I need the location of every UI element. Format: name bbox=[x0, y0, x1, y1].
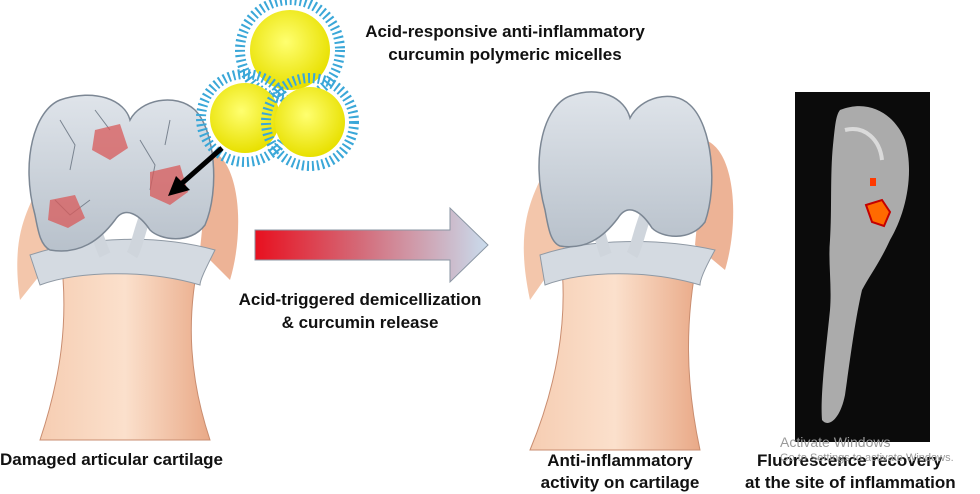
micelle-title-line-2: curcumin polymeric micelles bbox=[388, 45, 622, 64]
process-label: Acid-triggered demicellization & curcumi… bbox=[210, 288, 510, 334]
micelle-title: Acid-responsive anti-inflammatory curcum… bbox=[330, 20, 680, 66]
process-label-line-2: & curcumin release bbox=[281, 313, 439, 332]
activation-watermark: Activate Windows Go to Settings to activ… bbox=[780, 434, 954, 466]
middle-caption: Anti-inflammatory activity on cartilage bbox=[520, 450, 720, 494]
fluorescence-image-panel bbox=[795, 92, 930, 442]
micelle-pointer-arrow bbox=[168, 146, 224, 196]
lesion-mark bbox=[92, 124, 128, 160]
fluorescence-signal bbox=[864, 198, 892, 228]
micelle-cluster-illustration bbox=[196, 0, 359, 171]
process-label-line-1: Acid-triggered demicellization bbox=[238, 290, 482, 309]
watermark-line-2: Go to Settings to activate Windows. bbox=[780, 452, 954, 464]
right-caption-line-2: at the site of inflammation bbox=[745, 473, 956, 492]
process-arrow bbox=[254, 206, 489, 284]
lesion-mark bbox=[150, 165, 188, 205]
right-caption: Fluorescence recovery at the site of inf… bbox=[745, 450, 980, 494]
watermark-line-1: Activate Windows bbox=[780, 434, 891, 450]
micelle-particle bbox=[235, 0, 345, 105]
micelle-title-line-1: Acid-responsive anti-inflammatory bbox=[365, 22, 645, 41]
middle-caption-line-1: Anti-inflammatory bbox=[547, 451, 693, 470]
right-caption-line-1: Fluorescence recovery bbox=[757, 451, 943, 470]
middle-caption-line-2: activity on cartilage bbox=[540, 473, 700, 492]
micelle-particle bbox=[261, 73, 359, 171]
lesion-mark bbox=[48, 195, 85, 228]
left-caption: Damaged articular cartilage bbox=[0, 450, 223, 469]
damaged-knee-illustration bbox=[17, 94, 239, 441]
healed-knee-illustration bbox=[523, 91, 734, 451]
